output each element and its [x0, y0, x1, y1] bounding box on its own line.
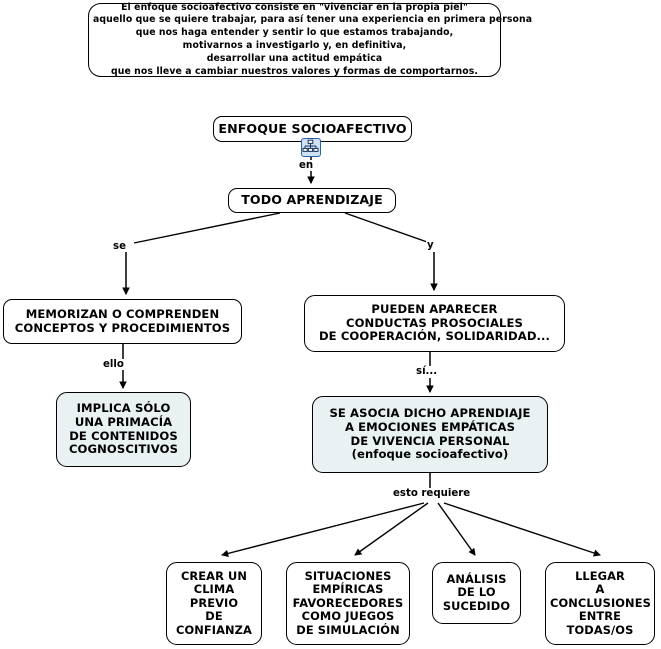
node-label: EMPÍRICAS [312, 582, 384, 597]
node-label: UNA PRIMACÍA [74, 414, 173, 429]
link-label-si[interactable]: sí... [415, 366, 439, 377]
node-label: DE LO [457, 585, 496, 600]
node-crear-un-clima[interactable]: CREAR UN CLIMA PREVIO DE CONFIANZA [166, 562, 262, 645]
node-todo-aprendizaje[interactable]: TODO APRENDIZAJE [228, 188, 396, 213]
node-memorizan-o-comprenden[interactable]: MEMORIZAN O COMPRENDEN CONCEPTOS Y PROCE… [3, 299, 242, 344]
description-line: que nos lleve a cambiar nuestros valores… [110, 65, 479, 77]
node-label: SE ASOCIA DICHO APRENDIAJE [329, 406, 531, 421]
node-label: SITUACIONES [304, 568, 392, 583]
link-label-esto-requiere[interactable]: esto requiere [392, 488, 472, 499]
node-label: MEMORIZAN O COMPRENDEN [25, 306, 220, 321]
description-line: aquello que se quiere trabajar, para así… [93, 14, 533, 26]
node-label: TODO APRENDIZAJE [241, 192, 383, 208]
node-label: ENTRE [578, 609, 622, 624]
node-enfoque-socioafectivo[interactable]: ENFOQUE SOCIOAFECTIVO [213, 116, 412, 142]
node-label-wrap: ENFOQUE SOCIOAFECTIVO [214, 120, 411, 137]
node-pueden-aparecer[interactable]: PUEDEN APARECER CONDUCTAS PROSOCIALES DE… [304, 295, 565, 352]
node-label: DE VIVENCIA PERSONAL [350, 433, 510, 448]
link-label-se[interactable]: se [112, 241, 127, 252]
description-text: El enfoque socioafectivo consiste en "vi… [89, 1, 533, 79]
node-label-wrap: SE ASOCIA DICHO APRENDIAJE A EMOCIONES E… [313, 406, 547, 462]
node-label: CONCLUSIONES [550, 595, 651, 610]
node-label: COGNOSCITIVOS [68, 442, 179, 457]
node-label: LLEGAR [575, 568, 625, 583]
node-label-wrap: PUEDEN APARECER CONDUCTAS PROSOCIALES DE… [305, 301, 564, 344]
node-label: ENFOQUE SOCIOAFECTIVO [218, 120, 407, 136]
node-label: DE [205, 609, 223, 624]
node-label: COMO JUEGOS [301, 609, 395, 624]
node-label: CONDUCTAS PROSOCIALES [345, 315, 524, 330]
node-label: DE SIMULACIÓN [296, 622, 400, 637]
node-label: A [595, 582, 605, 597]
node-label: TODAS/OS [566, 622, 634, 637]
node-label: CONCEPTOS Y PROCEDIMIENTOS [14, 320, 231, 335]
description-box: El enfoque socioafectivo consiste en "vi… [88, 1, 533, 79]
node-label: PREVIO [189, 595, 239, 610]
description-line: desarrollar una actitud empática [206, 52, 383, 64]
node-analisis-de-lo-sucedido[interactable]: ANÁLISIS DE LO SUCEDIDO [432, 562, 521, 624]
description-line: que nos haga entender y sentir lo que es… [135, 27, 454, 39]
node-label: FAVORECEDORES [292, 595, 404, 610]
node-label: PUEDEN APARECER [371, 301, 498, 316]
node-label: DE COOPERACIÓN, SOLIDARIDAD... [318, 329, 551, 344]
link-label-en[interactable]: en [298, 160, 315, 171]
node-label: A EMOCIONES EMPÁTICAS [344, 419, 516, 434]
node-implica-solo[interactable]: IMPLICA SÓLO UNA PRIMACÍA DE CONTENIDOS … [56, 392, 191, 467]
description-line: El enfoque socioafectivo consiste en "vi… [121, 1, 468, 13]
node-label-wrap: ANÁLISIS DE LO SUCEDIDO [433, 571, 520, 613]
node-label: CREAR UN [180, 568, 248, 583]
node-label-wrap: MEMORIZAN O COMPRENDEN CONCEPTOS Y PROCE… [4, 306, 241, 335]
node-label-wrap: CREAR UN CLIMA PREVIO DE CONFIANZA [167, 568, 261, 637]
node-label: DE CONTENIDOS [69, 428, 178, 443]
node-label: SUCEDIDO [442, 598, 511, 613]
node-label: CLIMA [193, 582, 235, 597]
hierarchy-tree-icon[interactable] [301, 138, 321, 157]
link-label-y[interactable]: y [426, 240, 435, 251]
node-label-wrap: IMPLICA SÓLO UNA PRIMACÍA DE CONTENIDOS … [57, 401, 190, 457]
node-label: CONFIANZA [176, 622, 252, 637]
description-line: motivarnos a investigarlo y, en definiti… [182, 40, 407, 51]
node-label-wrap: TODO APRENDIZAJE [229, 192, 395, 208]
node-label: (enfoque socioafectivo) [351, 447, 509, 462]
node-label: IMPLICA SÓLO [76, 401, 171, 416]
node-se-asocia-dicho-aprendizaje[interactable]: SE ASOCIA DICHO APRENDIAJE A EMOCIONES E… [312, 396, 548, 473]
node-label: ANÁLISIS [446, 571, 507, 586]
link-label-ello[interactable]: ello [102, 359, 125, 370]
node-situaciones-empiricas[interactable]: SITUACIONES EMPÍRICAS FAVORECEDORES COMO… [286, 562, 410, 645]
node-llegar-a-conclusiones[interactable]: LLEGAR A CONCLUSIONES ENTRE TODAS/OS [545, 562, 655, 645]
node-label-wrap: LLEGAR A CONCLUSIONES ENTRE TODAS/OS [546, 568, 654, 637]
node-label-wrap: SITUACIONES EMPÍRICAS FAVORECEDORES COMO… [287, 568, 409, 637]
